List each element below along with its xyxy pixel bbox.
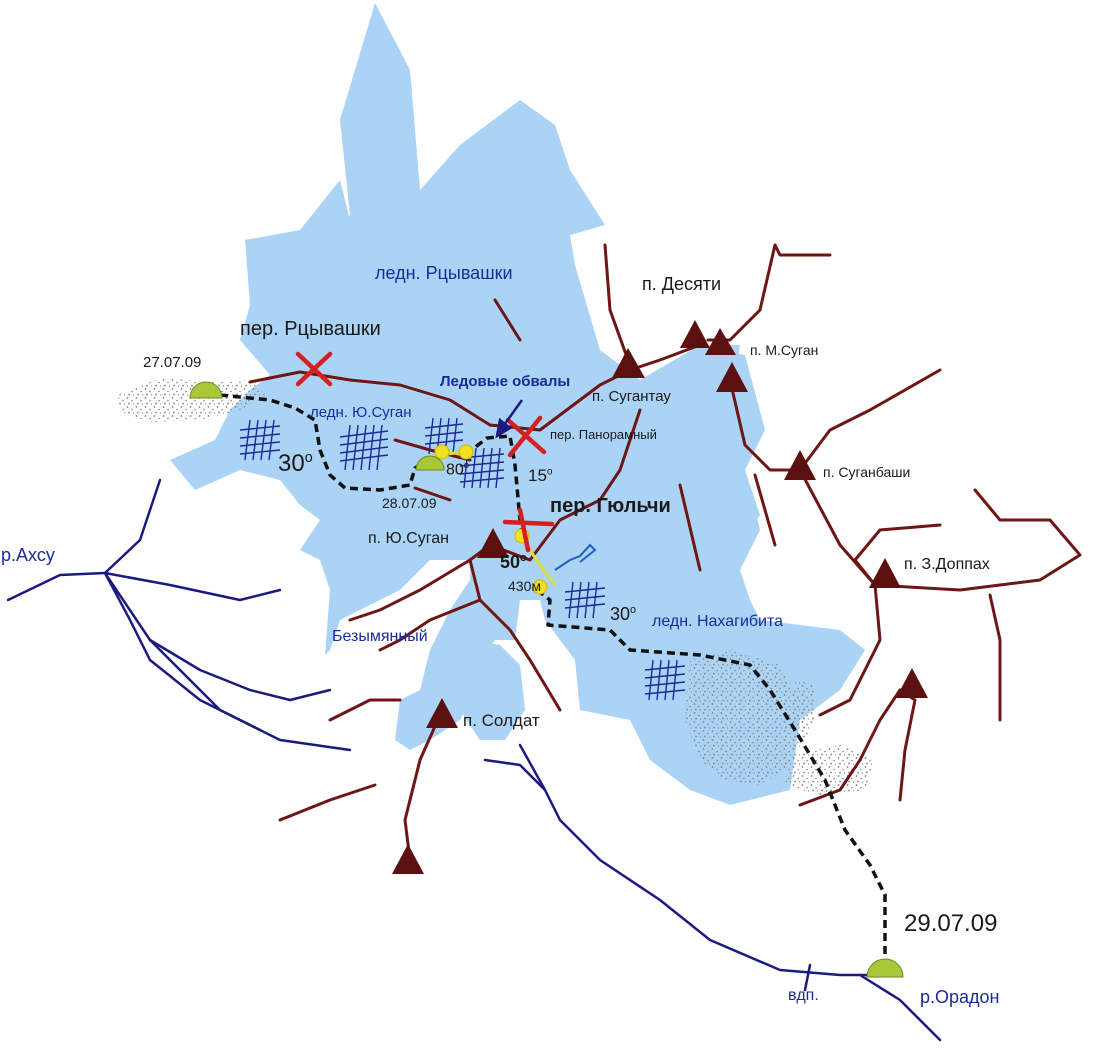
waterfall-label: вдп. — [788, 987, 819, 1004]
circle-waypoint-icon — [458, 444, 474, 460]
camps — [189, 381, 904, 978]
slope-angle-2: 80o — [446, 460, 470, 479]
triangle-peak-icon — [426, 698, 458, 728]
rope-length-label: 430м — [508, 578, 541, 594]
triangle-peak-icon — [716, 362, 748, 392]
glacier-rtsyvashki-shape — [170, 3, 865, 805]
slope-angle-1: 30o — [278, 450, 313, 477]
peaks — [392, 320, 928, 874]
crevasse-icon — [459, 447, 505, 489]
rivers — [6, 478, 942, 1042]
peak-m-sugan-label: п. М.Суган — [750, 342, 819, 358]
circle-waypoint-icon — [532, 579, 548, 595]
triangle-peak-icon — [392, 844, 424, 874]
date-day2-label: 28.07.09 — [382, 495, 437, 511]
moraine-east — [685, 650, 810, 785]
crevasse-icon — [564, 581, 606, 619]
peak-soldat-label: п. Солдат — [463, 711, 540, 730]
peak-yu-sugan-label: п. Ю.Суган — [368, 530, 449, 547]
triangle-peak-icon — [896, 668, 928, 698]
pass-gyulchi-label: пер. Гюльчи — [550, 495, 671, 517]
triangle-peak-icon — [612, 348, 645, 378]
triangle-peak-icon — [869, 558, 901, 588]
half-circle-camp-icon — [189, 381, 223, 399]
cross-pass-icon — [502, 507, 555, 553]
crevasse-icon — [424, 417, 464, 455]
glacier-bezymyanny-label: Безымянный — [332, 628, 428, 645]
moraine-west — [118, 378, 265, 422]
pass-panoramny-label: пер. Панорамный — [550, 427, 657, 442]
glacier-nakhagibita-lobe — [690, 345, 765, 540]
glacier-bezymyanny-lobe — [460, 640, 525, 740]
cross-pass-icon — [295, 351, 333, 387]
river-oradon-label: р.Орадон — [920, 987, 1000, 1007]
waypoints — [434, 444, 548, 595]
crevasse-icon — [239, 419, 281, 461]
ridges — [248, 243, 1082, 862]
triangle-peak-icon — [680, 320, 710, 348]
icefall-label: Ледовые обвалы — [440, 373, 571, 390]
glacier-rtsyvashki-label: ледн. Рцывашки — [375, 263, 513, 283]
circle-waypoint-icon — [434, 444, 450, 460]
glacier-nakhagibita-label: ледн. Нахагибита — [652, 613, 784, 630]
pass-rtsyvashki-label: пер. Рцывашки — [240, 318, 381, 340]
slope-angle-3: 15o — [528, 466, 553, 485]
crevasse-icon — [644, 659, 686, 701]
moraine-areas — [118, 378, 875, 795]
peak-suganbashi-label: п. Суганбаши — [823, 464, 911, 480]
crevasse-icon — [339, 424, 389, 471]
date-day3-label: 29.07.09 — [904, 910, 998, 937]
icefall-arrow — [495, 399, 524, 439]
crevasse-fields — [239, 417, 686, 701]
glacier-rtsyvashki-lobe — [245, 180, 360, 300]
slope-angle-4: 50o — [500, 552, 527, 572]
moraine-east-3 — [795, 680, 815, 725]
triangle-peak-icon — [784, 450, 816, 480]
peak-sugantau-label: п. Сугантау — [592, 388, 671, 405]
moraine-east-2 — [785, 745, 875, 795]
cross-pass-icon — [505, 415, 547, 458]
pass-marks — [295, 351, 555, 553]
slope-angle-5: 30o — [610, 604, 637, 624]
river-akhsu-label: р.Ахсу — [1, 545, 55, 565]
glacier-yu-sugan-label: ледн. Ю.Суган — [310, 404, 412, 421]
glaciers — [170, 3, 865, 805]
triangle-peak-icon — [705, 328, 736, 355]
peak-z-doppakh-label: п. З.Доппах — [904, 556, 990, 573]
half-circle-camp-icon — [866, 958, 904, 978]
peak-desyati-label: п. Десяти — [642, 274, 721, 294]
half-circle-camp-icon — [415, 455, 445, 471]
triangle-peak-icon — [477, 528, 509, 558]
date-day1-label: 27.07.09 — [143, 354, 202, 371]
